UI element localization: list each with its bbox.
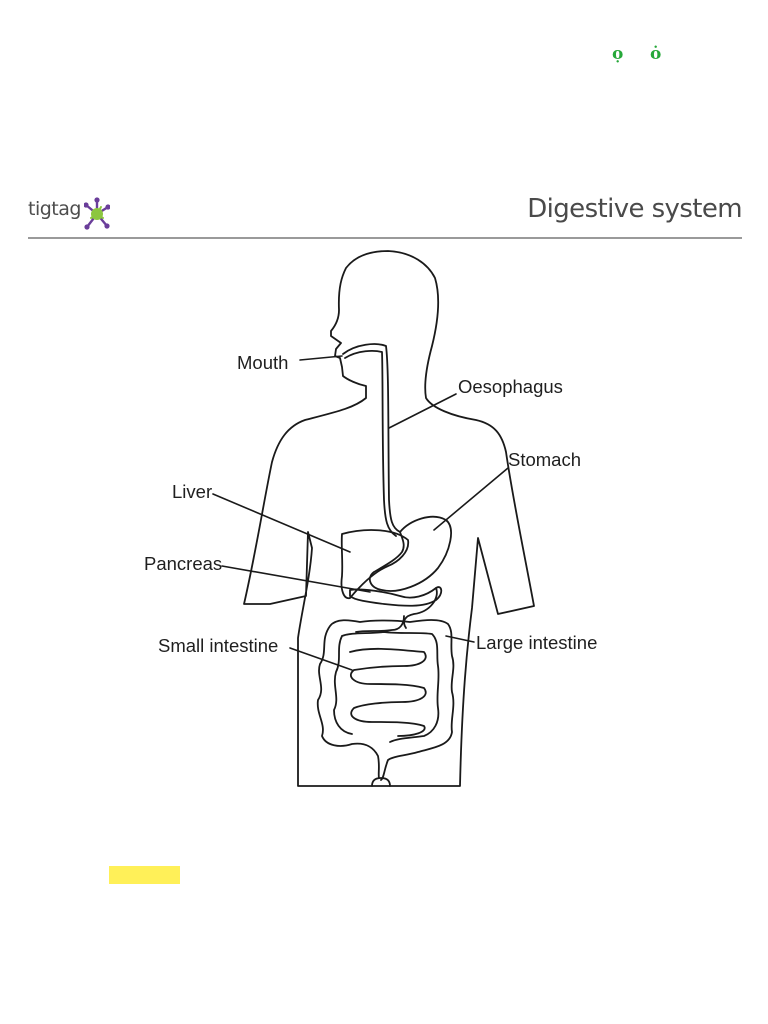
label-small-intestine: Small intestine bbox=[158, 635, 278, 656]
label-liver: Liver bbox=[172, 481, 212, 502]
label-pancreas: Pancreas bbox=[144, 553, 222, 574]
corner-glyphs: ọ ȯ bbox=[606, 44, 686, 66]
header: tigtag Digestive sy bbox=[28, 188, 743, 238]
pancreas-leader bbox=[221, 565, 371, 593]
label-oesophagus: Oesophagus bbox=[458, 376, 563, 397]
large-intestine bbox=[316, 619, 455, 781]
stomach-leader bbox=[433, 467, 509, 531]
liver bbox=[340, 529, 410, 600]
mouth-leader bbox=[299, 355, 343, 361]
oesophagus-inner bbox=[344, 350, 397, 537]
label-stomach: Stomach bbox=[508, 449, 581, 470]
oesophagus bbox=[342, 343, 401, 533]
label-mouth: Mouth bbox=[237, 352, 288, 373]
body-outline bbox=[243, 250, 535, 787]
small-intestine-leader bbox=[289, 647, 353, 671]
corner-glyph-2: ȯ bbox=[650, 44, 662, 64]
oesophagus-leader bbox=[388, 393, 457, 429]
highlight-bar bbox=[109, 866, 180, 884]
starburst-icon bbox=[84, 197, 110, 230]
page-title: Digestive system bbox=[527, 194, 742, 224]
pylorus-link bbox=[355, 615, 405, 633]
small-intestine bbox=[349, 647, 427, 737]
stomach bbox=[368, 515, 452, 592]
rectum-outlet bbox=[371, 777, 391, 787]
header-divider bbox=[28, 237, 742, 239]
label-large-intestine: Large intestine bbox=[476, 632, 597, 653]
pancreas bbox=[349, 586, 443, 607]
large-intestine-leader bbox=[445, 635, 475, 643]
logo-text: tigtag bbox=[28, 198, 81, 220]
large-intestine-inner bbox=[333, 631, 440, 743]
liver-leader bbox=[212, 493, 351, 553]
duodenum bbox=[403, 587, 438, 629]
corner-glyph-1: ọ bbox=[612, 44, 624, 64]
tigtag-logo: tigtag bbox=[28, 196, 128, 232]
